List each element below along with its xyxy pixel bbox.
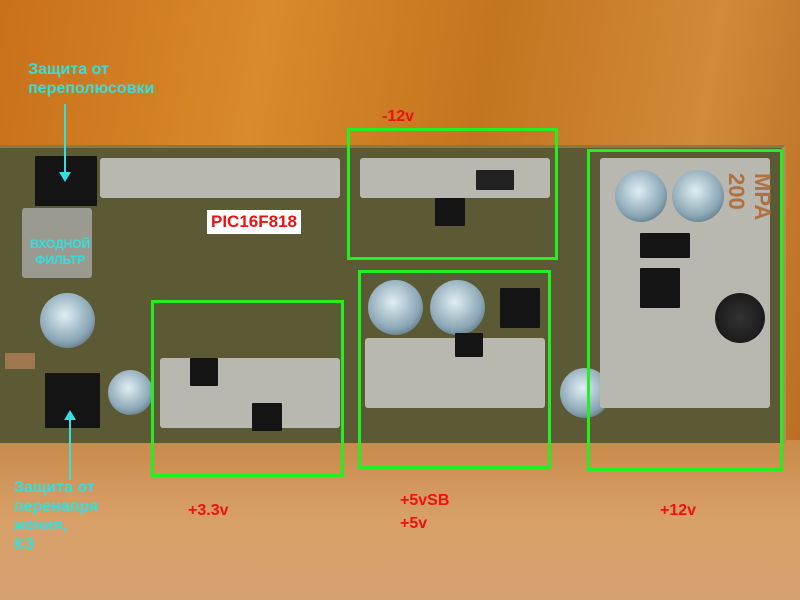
label-plus12v: +12v	[660, 502, 697, 519]
resistor	[5, 353, 35, 369]
capacitor	[672, 170, 724, 222]
label-plus5v: +5v	[400, 515, 428, 532]
diode	[476, 170, 514, 190]
label-line: КЗ	[14, 536, 35, 553]
label-minus12v: -12v	[382, 108, 415, 125]
label-input-filter: ВХОДНОЙ ФИЛЬТР	[30, 236, 90, 268]
filter-component	[22, 208, 92, 278]
inductor	[715, 293, 765, 343]
mosfet	[640, 233, 690, 258]
ic	[455, 333, 483, 357]
capacitor-330	[430, 280, 485, 335]
label-line: Защита от	[14, 479, 95, 496]
ic	[190, 358, 218, 386]
arrow-icon	[64, 104, 66, 174]
region-plus5v	[358, 270, 551, 469]
arrow-head-icon	[64, 410, 76, 420]
label-line: переполюсовки	[28, 80, 155, 97]
arrow-head-icon	[59, 172, 71, 182]
region-plus3v3	[151, 300, 344, 477]
label-overvoltage: Защита от перенапря жения, КЗ	[14, 478, 98, 554]
label-line: перенапря	[14, 498, 99, 515]
region-minus12v	[347, 128, 558, 260]
ic	[435, 198, 465, 226]
pcb-board: MPA 200	[0, 145, 786, 443]
transistor	[500, 288, 540, 328]
arrow-icon	[69, 418, 71, 480]
label-line: жения,	[14, 517, 68, 534]
capacitor	[40, 293, 95, 348]
region-plus12v	[587, 149, 783, 471]
label-plus5vsb: +5vSB	[400, 492, 450, 509]
label-reverse-polarity: Защита от переполюсовки	[28, 60, 154, 98]
controller-ic	[640, 268, 680, 308]
label-plus3v3: +3.3v	[188, 502, 229, 519]
copper-fill	[360, 158, 550, 198]
label-mcu: PIC16F818	[207, 210, 301, 234]
capacitor	[615, 170, 667, 222]
transistor	[252, 403, 282, 431]
capacitor	[108, 370, 153, 415]
capacitor-330	[368, 280, 423, 335]
label-line: ВХОДНОЙ	[30, 237, 91, 251]
copper-fill	[100, 158, 340, 198]
label-line: ФИЛЬТР	[35, 253, 86, 267]
label-line: Защита от	[28, 61, 109, 78]
